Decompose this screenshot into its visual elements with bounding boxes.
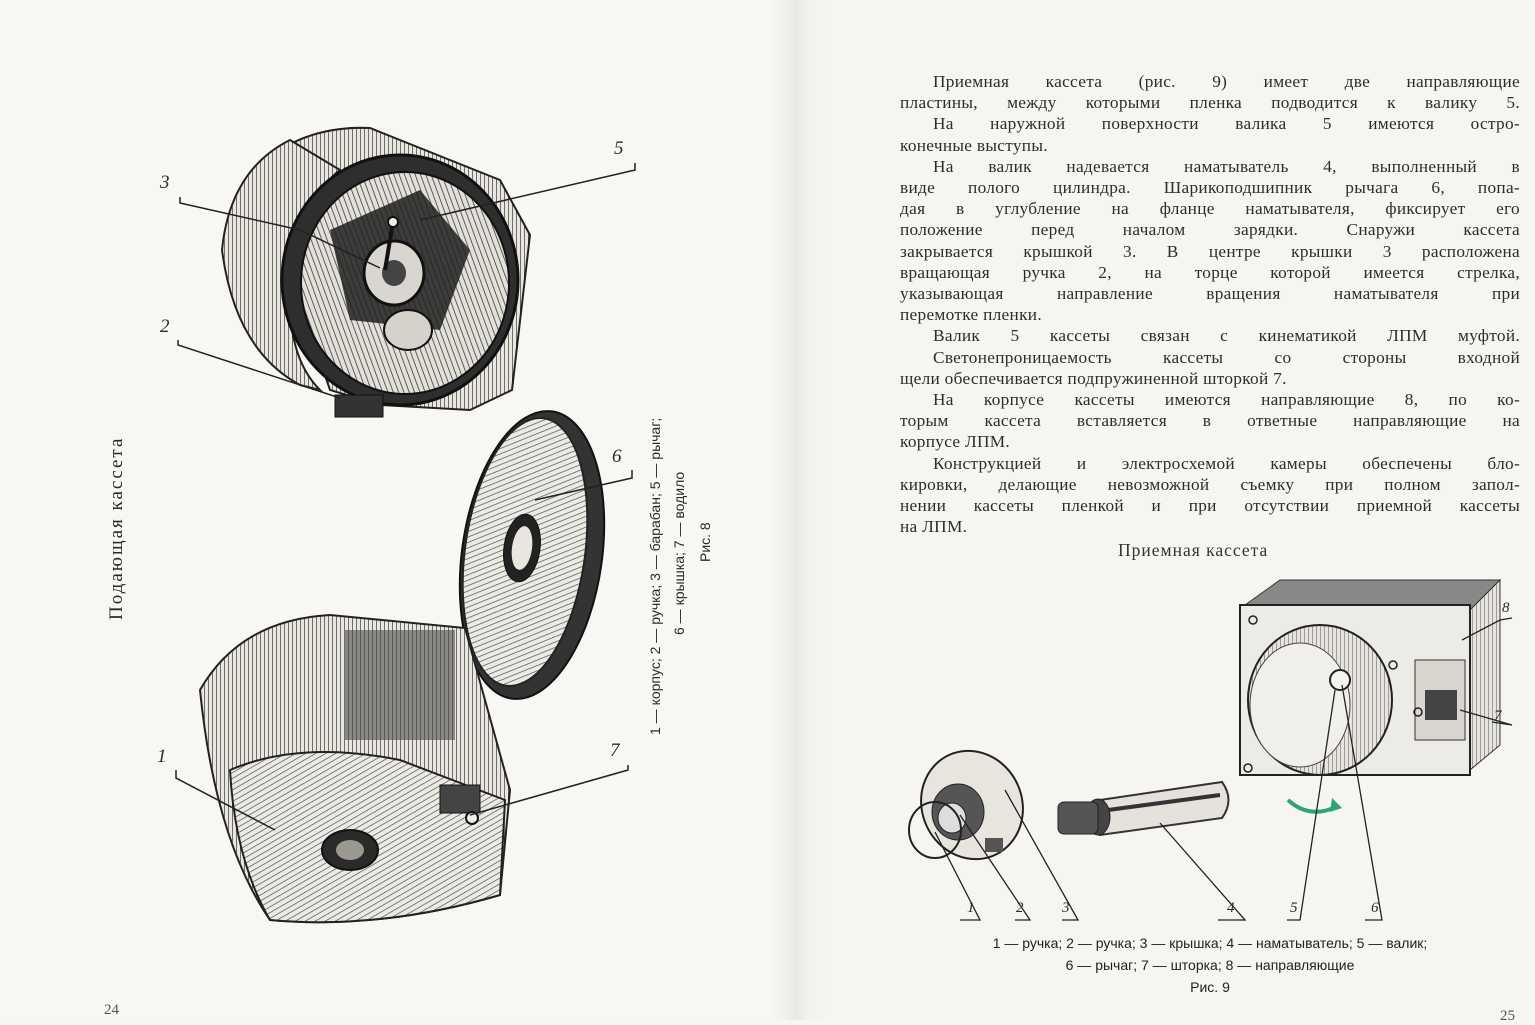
text-line: закрывается крышкой 3. В центре крышки 3… — [900, 241, 1520, 261]
fig8-label-3: 3 — [160, 172, 170, 193]
text-line: конечные выступы. — [900, 135, 1048, 155]
text-line: пластины, между которыми пленка подводит… — [900, 93, 1520, 113]
fig9-label-2: 2 — [1016, 900, 1024, 916]
fig9-label-6: 6 — [1371, 900, 1379, 916]
text-line: вращающая ручка 2, на торце которой имее… — [900, 262, 1520, 282]
text-line: Конструкцией и электросхемой камеры обес… — [933, 453, 1520, 473]
text-line: на ЛПМ. — [900, 517, 968, 537]
section-title: Приемная кассета — [1118, 540, 1269, 560]
text-line: кировки, делающие невозможной съемку при… — [900, 474, 1520, 494]
fig8-label-6: 6 — [612, 446, 622, 467]
text-line: виде полого цилиндра. Шарикоподшипник ры… — [900, 178, 1520, 198]
fig8-label-2: 2 — [160, 316, 170, 337]
fig8-label-7: 7 — [610, 740, 620, 761]
fig9-caption-line1: 1 — ручка; 2 — ручка; 3 — крышка; 4 — на… — [992, 935, 1428, 951]
text-line: Приемная кассета (рис. 9) имеет две напр… — [933, 72, 1520, 91]
feed-cassette-drum-drawing — [220, 126, 532, 418]
fig9-label-3: 3 — [1062, 900, 1070, 916]
body-text: Приемная кассета (рис. 9) имеет две напр… — [900, 71, 1520, 537]
fig9-label-7: 7 — [1494, 708, 1502, 724]
fig9-label-8: 8 — [1502, 600, 1510, 616]
fig9-label-5: 5 — [1290, 900, 1298, 916]
text-line: положение перед началом зарядки. Снаружи… — [900, 220, 1520, 240]
cassette-lid-disk-drawing — [458, 410, 606, 700]
text-line: Светонепроницаемость кассеты со стороны … — [933, 347, 1520, 367]
text-line: дая в углубление на фланце наматывателя,… — [900, 199, 1520, 219]
fig9-label-4: 4 — [1227, 900, 1235, 916]
text-line: щели обеспечивается подпружиненной шторк… — [900, 368, 1287, 388]
text-line: На корпусе кассеты имеются направляющие … — [933, 390, 1520, 410]
fig8-caption-line1: 1 — корпус; 2 — ручка; 3 — барабан; 5 — … — [647, 417, 663, 735]
text-line: нении кассеты пленкой и при отсутствии п… — [900, 496, 1520, 516]
fig9-label-1: 1 — [967, 900, 975, 916]
text-line: корпусе ЛПМ. — [900, 432, 1011, 452]
left-page-title: Подающая кассета — [106, 436, 127, 620]
figure-8-illustration — [175, 126, 636, 924]
text-line: торым кассета вставляется в ответные нап… — [900, 411, 1520, 431]
text-line: перемотке пленки. — [900, 305, 1042, 325]
text-line: На наружной поверхности валика 5 имеются… — [933, 114, 1520, 134]
left-page-number: 24 — [104, 1002, 119, 1018]
fig8-caption-fig: Рис. 8 — [697, 522, 713, 562]
book-gutter — [770, 0, 830, 1020]
fig8-label-5: 5 — [614, 138, 624, 159]
text-line: На валик надевается наматыватель 4, выпо… — [933, 156, 1520, 176]
fig9-caption-fig: Рис. 9 — [1190, 979, 1230, 995]
text-line: указывающая направление вращения наматыв… — [900, 284, 1520, 304]
text-line: Валик 5 кассеты связан с кинематикой ЛПМ… — [933, 326, 1520, 346]
right-page-number: 25 — [1500, 1008, 1515, 1024]
figure-8-leader-lines — [175, 163, 636, 831]
fig8-label-1: 1 — [157, 746, 167, 767]
fig8-caption-line2: 6 — крышка; 7 — водило — [671, 471, 687, 635]
fig9-caption-line2: 6 — рычаг; 7 — шторка; 8 — направляющие — [1065, 957, 1355, 973]
cassette-housing-drawing — [198, 613, 512, 924]
